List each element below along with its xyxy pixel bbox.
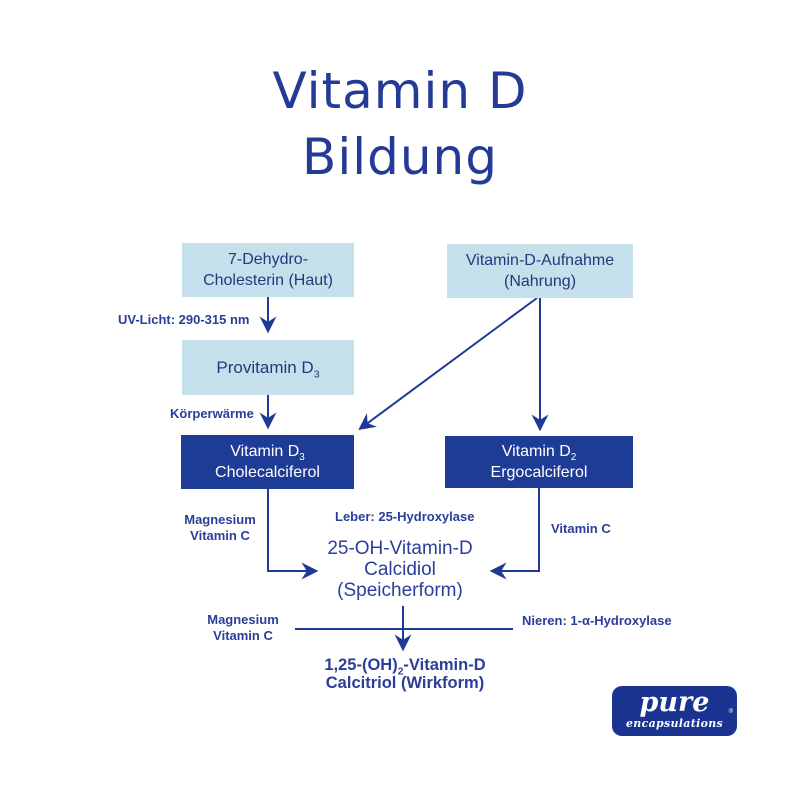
box-provitamin-subscript: 3 xyxy=(313,368,320,381)
box-aufnahme-line2: (Nahrung) xyxy=(503,273,577,290)
box-provitamin-label: Provitamin D3 xyxy=(216,357,320,381)
label-nieren-hydroxylase: Nieren: 1-α-Hydroxylase xyxy=(522,613,672,628)
box-7-dehydro-line2: Cholesterin (Haut) xyxy=(203,272,333,289)
label-vitamin-c-right: Vitamin C xyxy=(551,521,611,536)
box-7-dehydro-cholesterin: 7-Dehydro- Cholesterin (Haut) xyxy=(182,243,354,297)
box-provitamin-text: Provitamin D xyxy=(216,358,314,377)
box-d2-line1: Vitamin D2 xyxy=(501,441,577,464)
box-vitamin-d2: Vitamin D2 Ergocalciferol xyxy=(445,436,633,488)
arrow-aufnahme-to-d3 xyxy=(358,297,538,431)
box-d3-line2: Cholecalciferol xyxy=(215,464,320,481)
box-aufnahme-line1: Vitamin-D-Aufnahme xyxy=(465,252,615,269)
node-calcidiol: 25-OH-Vitamin-D Calcidiol (Speicherform) xyxy=(300,538,500,601)
page-title: Vitamin D Bildung xyxy=(0,58,800,190)
node-calcidiol-line1: 25-OH-Vitamin-D xyxy=(327,538,473,559)
node-calcitriol-pre: 1,25-(OH) xyxy=(324,656,398,674)
node-calcitriol-line2: Calcitriol (Wirkform) xyxy=(325,674,485,692)
label-magnesium-bottom-line2: Vitamin C xyxy=(213,628,273,643)
page-title-line1: Vitamin D xyxy=(272,62,528,120)
box-d2-line2: Ergocalciferol xyxy=(490,464,588,481)
node-calcitriol: 1,25-(OH)2-Vitamin-D Calcitriol (Wirkfor… xyxy=(280,656,530,692)
node-calcitriol-line1: 1,25-(OH)2-Vitamin-D xyxy=(280,656,530,678)
registered-trademark-icon: ® xyxy=(728,709,733,715)
label-magnesium-vitamin-c-left: Magnesium Vitamin C xyxy=(178,512,262,544)
box-provitamin-d3: Provitamin D3 xyxy=(182,340,354,395)
node-calcitriol-post: -Vitamin-D xyxy=(403,656,486,674)
box-7-dehydro-line1: 7-Dehydro- xyxy=(227,251,309,268)
box-d3-line1: Vitamin D3 xyxy=(230,441,305,464)
box-d2-subscript: 2 xyxy=(570,452,577,464)
box-d2-text: Vitamin D xyxy=(501,443,571,460)
node-calcidiol-line2: Calcidiol xyxy=(364,559,436,580)
label-magnesium-vitamin-c-bottom: Magnesium Vitamin C xyxy=(193,612,293,644)
box-d3-subscript: 3 xyxy=(299,452,305,464)
box-vitamin-d-aufnahme: Vitamin-D-Aufnahme (Nahrung) xyxy=(447,244,633,298)
logo-brand-subtext: encapsulations xyxy=(626,717,723,730)
label-magnesium-bottom-line1: Magnesium xyxy=(207,612,279,627)
label-leber-hydroxylase: Leber: 25-Hydroxylase xyxy=(335,509,475,524)
node-calcitriol-subscript: 2 xyxy=(397,666,404,678)
box-vitamin-d3: Vitamin D3 Cholecalciferol xyxy=(181,435,354,489)
page-title-line2: Bildung xyxy=(302,128,498,186)
label-uv-licht: UV-Licht: 290-315 nm xyxy=(118,312,250,327)
label-koerperwaerme: Körperwärme xyxy=(170,406,254,421)
box-d3-text: Vitamin D xyxy=(230,443,300,460)
pure-encapsulations-logo: pure encapsulations ® xyxy=(612,686,737,736)
label-magnesium-left-line1: Magnesium xyxy=(184,512,256,527)
label-magnesium-left-line2: Vitamin C xyxy=(190,528,250,543)
logo-brand-name: pure xyxy=(639,687,710,718)
node-calcidiol-line3: (Speicherform) xyxy=(337,580,463,601)
